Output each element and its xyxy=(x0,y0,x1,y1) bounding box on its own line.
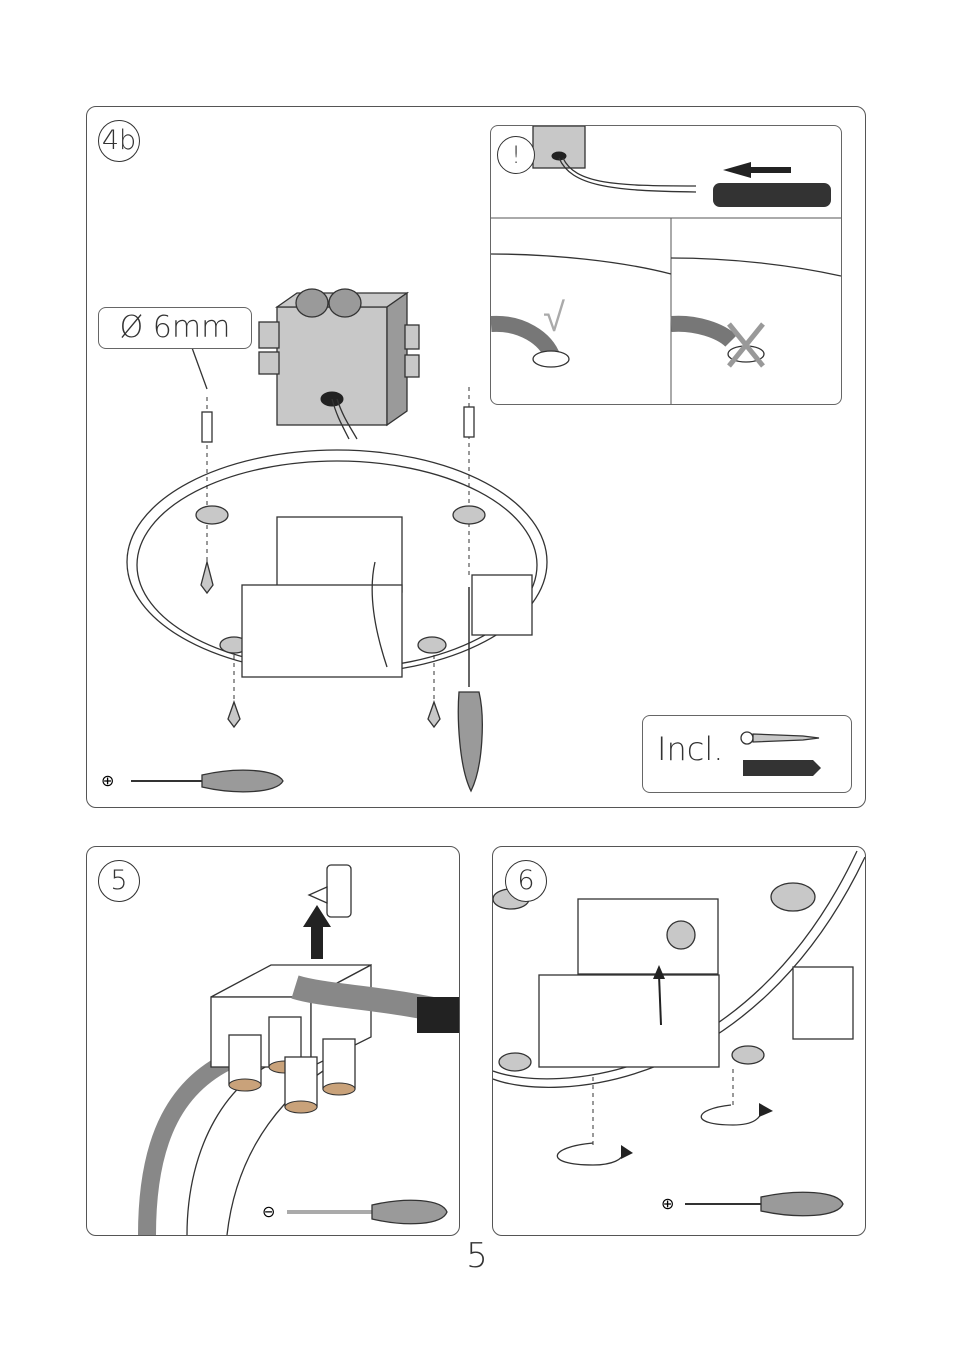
included-parts-box: Incl. xyxy=(642,715,852,793)
left-arrow-icon xyxy=(723,162,791,178)
step-badge-4b: 4b xyxy=(98,120,140,162)
step-badge-6: 6 xyxy=(505,860,547,902)
wall-plug-icon xyxy=(202,412,212,442)
step-6-illustration: ⊕ xyxy=(493,847,865,1235)
step-badge-5: 5 xyxy=(98,860,140,902)
phillips-screwdriver-icon xyxy=(202,770,283,792)
check-mark-icon: √ xyxy=(543,295,565,341)
screw-icon xyxy=(741,732,819,744)
step-5-panel: ⊖ 5 xyxy=(86,846,460,1236)
flat-screwdriver-icon xyxy=(372,1200,447,1223)
phillips-symbol: ⊕ xyxy=(101,771,114,790)
hole-diameter-callout: Ø 6mm xyxy=(98,307,252,349)
included-parts-illustration xyxy=(643,716,851,792)
insulation-sleeve-icon xyxy=(713,183,831,207)
warning-badge: ! xyxy=(497,136,535,174)
rotate-arrow-icon xyxy=(557,1143,633,1165)
rotate-arrow-icon xyxy=(701,1103,773,1125)
sleeve-illustration: √ xyxy=(491,126,841,404)
wall-plug-icon xyxy=(743,760,821,776)
page-number: 5 xyxy=(0,1236,954,1276)
step-6-panel: ⊕ 6 xyxy=(492,846,866,1236)
step-4b-panel: ⊕ 4b Ø 6mm √ ! xyxy=(86,106,866,808)
phillips-symbol: ⊕ xyxy=(661,1194,674,1213)
cable-sleeve-warning-inset: √ ! xyxy=(490,125,842,405)
driver-box-icon xyxy=(578,899,718,974)
flat-symbol: ⊖ xyxy=(262,1202,275,1221)
step-5-illustration: ⊖ xyxy=(87,847,459,1235)
junction-box-icon xyxy=(259,289,419,439)
vertical-screwdriver-icon xyxy=(458,692,482,791)
phillips-screwdriver-icon xyxy=(761,1192,843,1215)
